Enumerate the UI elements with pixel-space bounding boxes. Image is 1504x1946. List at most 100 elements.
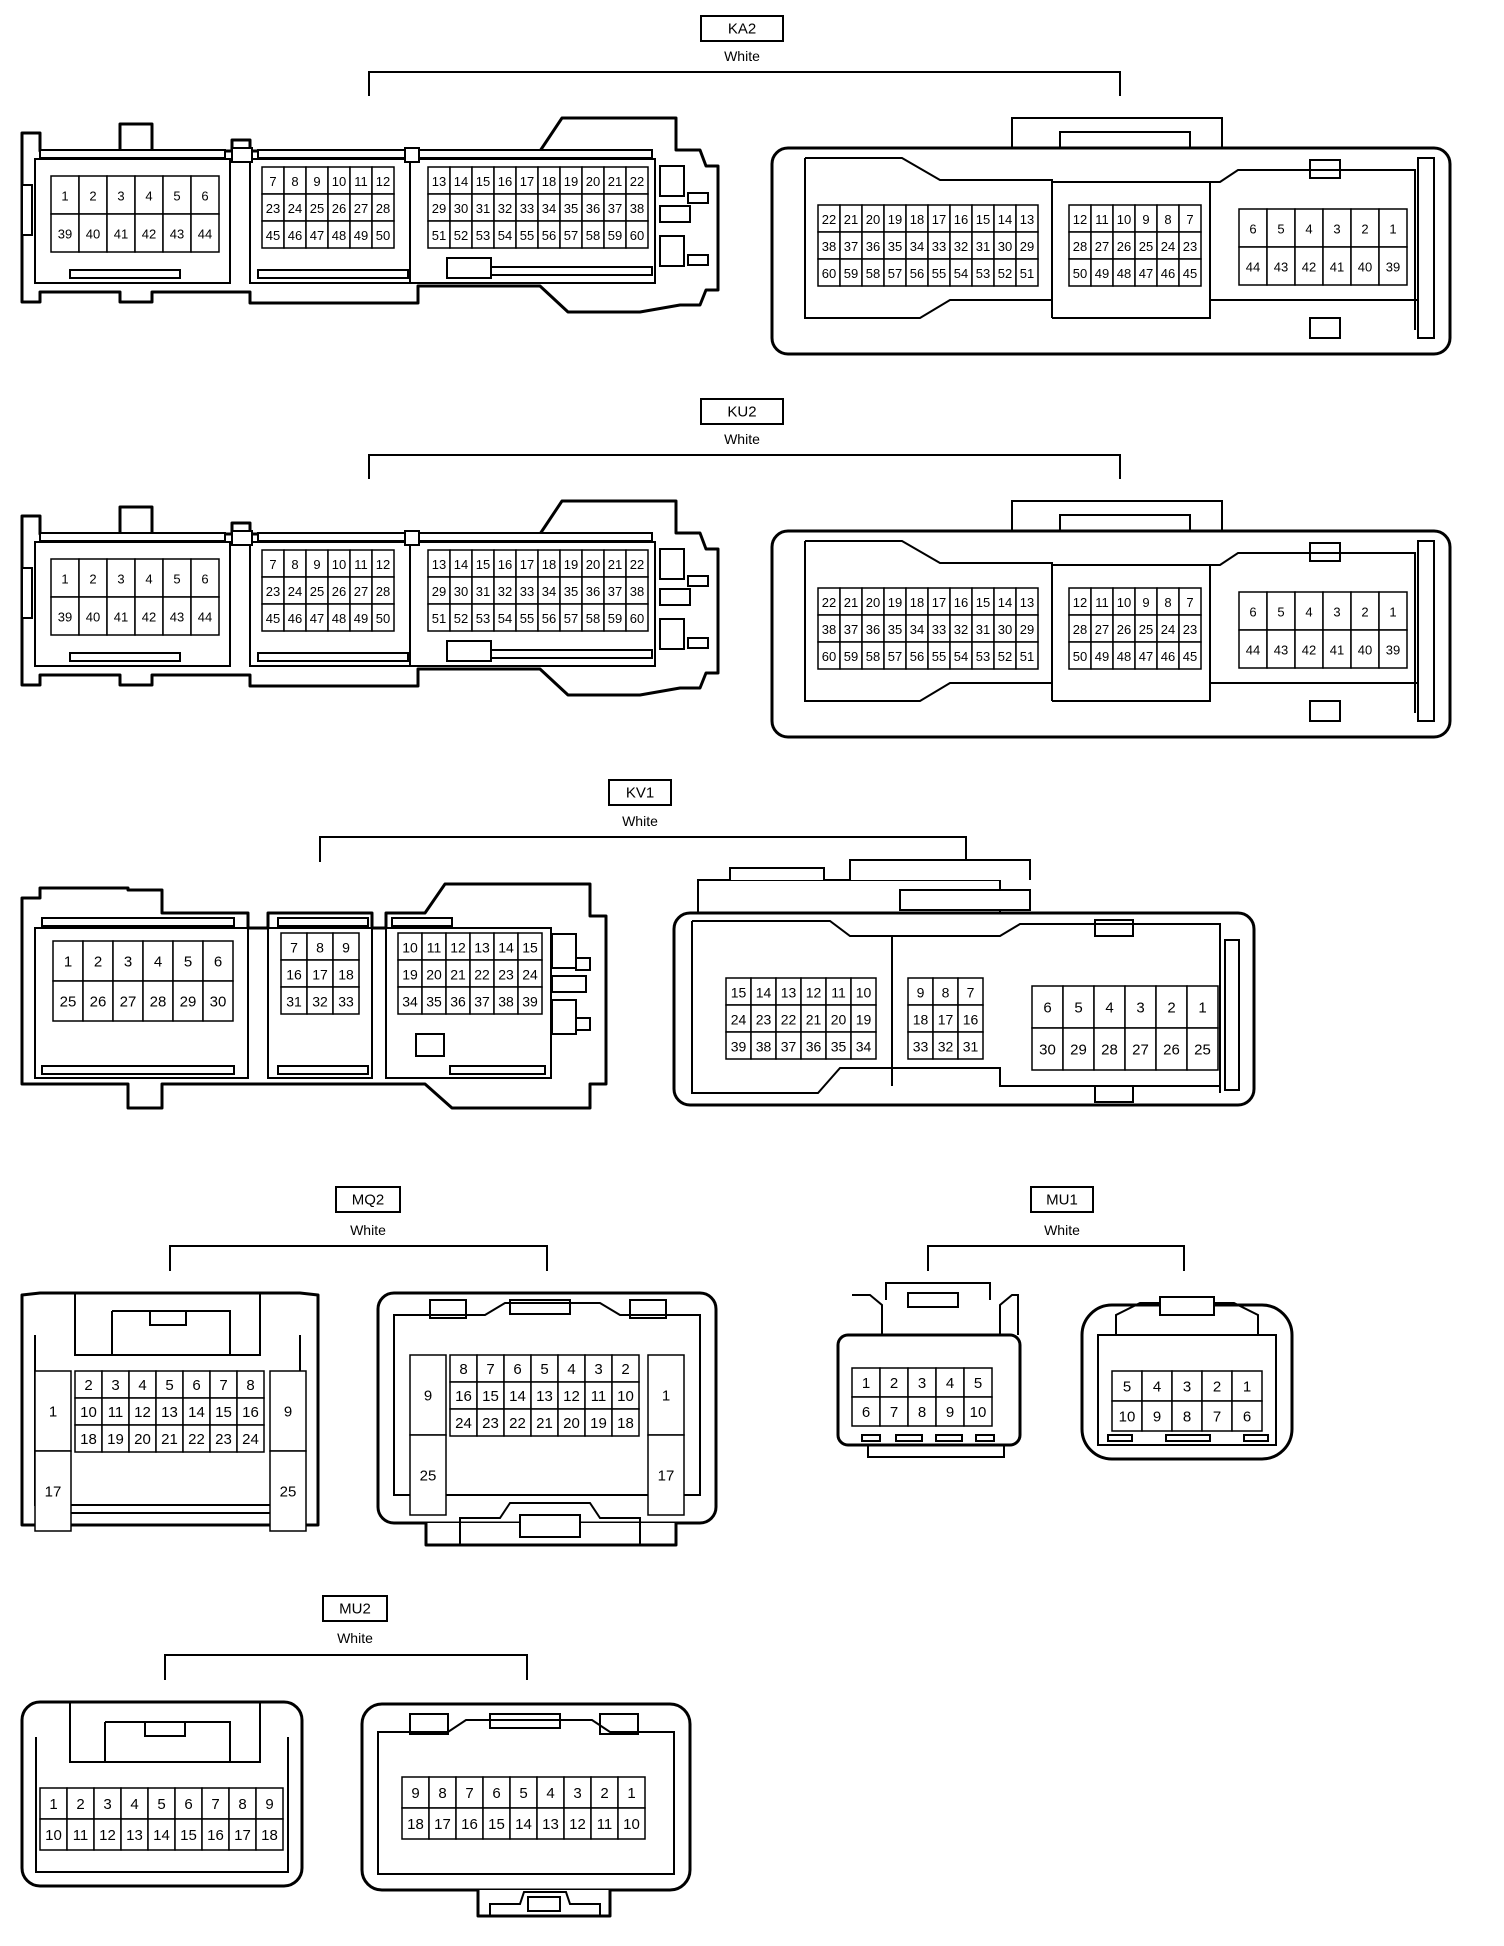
pin-cell — [142, 980, 174, 1022]
pin-number: 18 — [910, 212, 924, 227]
pin-number: 56 — [910, 649, 924, 664]
pin-number: 7 — [269, 174, 276, 189]
pin-cell — [800, 1004, 827, 1033]
pin-number: 23 — [215, 1431, 232, 1448]
top-slot — [599, 1713, 639, 1735]
rail — [1224, 939, 1240, 1091]
pin-number: 3 — [117, 572, 124, 587]
pin-number: 13 — [432, 174, 446, 189]
pin-cell — [963, 1396, 993, 1427]
pin-number: 49 — [1095, 649, 1109, 664]
pin-cell — [449, 1354, 478, 1383]
pin-number: 1 — [49, 1404, 57, 1421]
pin-number: 8 — [942, 985, 950, 1001]
latch — [231, 147, 253, 163]
pin-number: 8 — [246, 1377, 254, 1394]
pin-number: 9 — [342, 940, 350, 956]
connector-label: KU2 — [727, 404, 756, 421]
pin-cell — [428, 1807, 457, 1840]
pin-number: 19 — [856, 1012, 872, 1028]
slot — [659, 205, 691, 223]
pin-number: 12 — [376, 174, 390, 189]
pin-cell — [34, 1370, 72, 1452]
pin-number: 32 — [498, 201, 512, 216]
pin-number: 7 — [219, 1377, 227, 1394]
pin-number: 18 — [617, 1415, 634, 1432]
pin-number: 21 — [844, 212, 858, 227]
pin-number: 17 — [520, 557, 534, 572]
pin-cell — [106, 213, 136, 253]
base-detail — [459, 1502, 641, 1545]
pin-number: 58 — [586, 228, 600, 243]
pin-number: 50 — [1073, 266, 1087, 281]
base-key — [519, 1514, 581, 1538]
pin-cell — [1238, 246, 1268, 286]
pin-number: 5 — [165, 1377, 173, 1394]
pin-cell — [1178, 641, 1202, 670]
pin-number: 4 — [567, 1361, 575, 1378]
pin-number: 17 — [932, 212, 946, 227]
inner-frame — [35, 1737, 289, 1873]
contour — [805, 540, 1053, 565]
pin-cell — [536, 1807, 565, 1840]
pin-number: 13 — [542, 1816, 559, 1833]
pin-number: 8 — [459, 1361, 467, 1378]
pin-cell — [190, 558, 220, 598]
pin-number: 23 — [266, 584, 280, 599]
key — [446, 640, 492, 662]
pin-number: 32 — [938, 1039, 954, 1055]
pin-number: 23 — [266, 201, 280, 216]
pin-number: 21 — [608, 174, 622, 189]
rib — [257, 652, 409, 662]
pin-cell — [182, 1424, 211, 1453]
pin-number: 9 — [1142, 595, 1149, 610]
pin-number: 49 — [354, 228, 368, 243]
pin-number: 37 — [781, 1039, 797, 1055]
side-tab — [21, 184, 33, 236]
pin-cell — [1350, 629, 1380, 669]
pin-number: 21 — [450, 967, 466, 983]
pin-number: 12 — [1073, 595, 1087, 610]
pin-cell — [1266, 629, 1296, 669]
pin-number: 20 — [866, 212, 880, 227]
contour — [805, 157, 1053, 182]
pin-cell — [851, 1396, 881, 1427]
pin-number: 45 — [1183, 649, 1197, 664]
pin-cell — [455, 1807, 484, 1840]
pin-number: 25 — [310, 584, 324, 599]
pin-number: 9 — [1142, 212, 1149, 227]
pin-number: 26 — [1117, 622, 1131, 637]
contour — [691, 921, 892, 1094]
inner-frame — [377, 1719, 675, 1875]
pin-cell — [1111, 1370, 1143, 1402]
pin-number: 31 — [476, 584, 490, 599]
pin-cell — [332, 986, 360, 1015]
pin-cell — [625, 603, 649, 632]
pin-number: 56 — [910, 266, 924, 281]
pin-cell — [879, 1396, 909, 1427]
pin-number: 3 — [1333, 222, 1340, 237]
pin-cell — [879, 1367, 909, 1398]
pin-number: 28 — [1073, 622, 1087, 637]
pin-number: 37 — [474, 994, 490, 1010]
pin-number: 24 — [1161, 622, 1175, 637]
pin-number: 33 — [338, 994, 354, 1010]
pin-number: 11 — [73, 1827, 89, 1844]
pin-cell — [371, 220, 395, 249]
pin-number: 53 — [476, 611, 490, 626]
pin-number: 22 — [822, 595, 836, 610]
pin-cell — [935, 1367, 965, 1398]
pin-cell — [1015, 258, 1039, 287]
pin-number: 14 — [153, 1827, 170, 1844]
pin-cell — [563, 1807, 592, 1840]
pin-cell — [409, 1354, 447, 1436]
pin-number: 30 — [998, 622, 1012, 637]
pin-number: 38 — [630, 201, 644, 216]
pin-number: 25 — [420, 1468, 437, 1485]
pin-number: 24 — [242, 1431, 259, 1448]
